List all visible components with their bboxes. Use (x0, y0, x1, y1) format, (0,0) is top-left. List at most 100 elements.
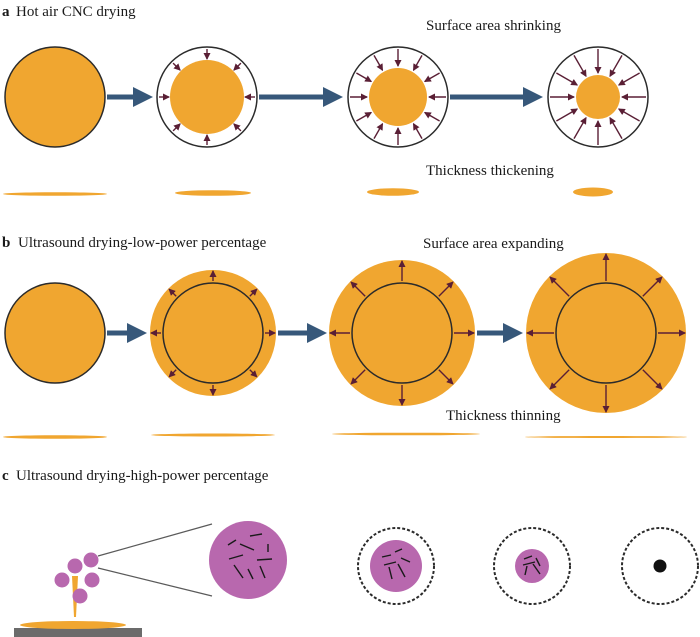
panel-b-letter: b (2, 235, 10, 251)
inward-arrow-icon (412, 55, 423, 72)
droplet-zoom (209, 521, 287, 599)
outward-arrow-icon (168, 369, 177, 378)
outward-arrow-icon (249, 288, 258, 297)
panel-a-stage-3 (347, 46, 449, 148)
inward-arrow-icon (556, 72, 579, 86)
panel-b-stage-2 (150, 270, 276, 396)
shrinking-droplet (370, 540, 422, 592)
panel-a-shrunk-film (170, 60, 244, 134)
panel-b-film-profile (3, 435, 107, 439)
panel-a-film-profile (3, 192, 107, 196)
initial-droplet-outline (621, 527, 699, 605)
inward-arrow-icon (609, 116, 623, 139)
panel-b-original-outline (351, 282, 453, 384)
inward-arrow-icon (617, 108, 640, 122)
panel-b-wet-film (4, 282, 106, 384)
droplet (72, 588, 88, 604)
panel-b-film-profile (151, 433, 275, 437)
outward-arrow-icon (438, 281, 454, 297)
nanocrystals (522, 555, 541, 576)
droplet (67, 558, 83, 574)
nanocrystals (381, 548, 411, 580)
inward-arrow-icon (356, 111, 373, 122)
inward-arrow-icon (373, 55, 384, 72)
inward-arrow-icon (356, 72, 373, 83)
inward-arrow-icon (373, 122, 384, 139)
panel-a-inward-arrows (350, 49, 446, 145)
inward-arrow-icon (412, 122, 423, 139)
zoom-line (97, 567, 213, 597)
panel-a-film-profile (573, 187, 613, 197)
panel-a-inward-arrows (550, 49, 646, 145)
droplet-drying-stage-1 (357, 527, 435, 605)
inward-arrow-icon (609, 55, 623, 78)
outward-arrow-icon (438, 369, 454, 385)
droplet (83, 552, 99, 568)
droplet-drying-stage-2 (493, 527, 571, 605)
substrate (14, 628, 142, 637)
panel-c-letter: c (2, 468, 9, 484)
panel-a-letter: a (2, 4, 10, 20)
panel-a-original-outline (156, 46, 258, 148)
outward-arrow-icon (549, 369, 570, 390)
inward-arrow-icon (573, 116, 587, 139)
panel-b-film-profile (525, 436, 687, 438)
panel-b-title: Ultrasound drying-low-power percentage (18, 235, 267, 251)
outward-arrow-icon (168, 288, 177, 297)
droplet-drying-stage-3 (621, 527, 699, 605)
panel-b-outward-arrows (150, 270, 276, 396)
initial-droplet-outline (493, 527, 571, 605)
droplet-magnified (209, 521, 287, 599)
panel-b-original-outline (555, 282, 657, 384)
panel-c: c Ultrasound drying-high-power percentag… (2, 468, 699, 637)
outward-arrow-icon (350, 369, 366, 385)
inward-arrow-icon (233, 62, 242, 71)
panel-a-original-outline (347, 46, 449, 148)
panel-a-title: Hot air CNC drying (16, 4, 136, 20)
outward-arrow-icon (642, 369, 663, 390)
panel-a: a Hot air CNC drying Surface area shrink… (2, 4, 649, 197)
panel-a-inward-arrows (159, 49, 255, 145)
inward-arrow-icon (172, 123, 181, 132)
panel-a-shrunk-film (576, 75, 620, 119)
panel-a-stage-4 (547, 46, 649, 148)
outward-arrow-icon (549, 276, 570, 297)
panel-a-stage-2 (156, 46, 258, 148)
inward-arrow-icon (423, 111, 440, 122)
ultrasonic-atomizer (14, 523, 213, 637)
panel-c-title: Ultrasound drying-high-power percentage (16, 468, 269, 484)
inward-arrow-icon (423, 72, 440, 83)
panel-a-annotation-thickness: Thickness thickening (426, 163, 554, 179)
outward-arrow-icon (249, 369, 258, 378)
panel-a-film-profile (367, 188, 419, 196)
panel-b-outward-arrows (329, 260, 475, 406)
inward-arrow-icon (172, 62, 181, 71)
inward-arrow-icon (573, 55, 587, 78)
panel-b-stage-3 (329, 260, 475, 406)
outward-arrow-icon (350, 281, 366, 297)
panel-a-wet-film (4, 46, 106, 148)
panel-b-annotation-area: Surface area expanding (423, 236, 564, 252)
droplet (54, 572, 70, 588)
outward-arrow-icon (642, 276, 663, 297)
zoom-line (97, 523, 213, 557)
inward-arrow-icon (617, 72, 640, 86)
panel-b-film-profile (332, 432, 480, 436)
dried-particle (653, 559, 667, 573)
panel-b-original-outline (162, 282, 264, 384)
inward-arrow-icon (233, 123, 242, 132)
inward-arrow-icon (556, 108, 579, 122)
panel-a-annotation-area: Surface area shrinking (426, 18, 561, 34)
panel-b-outward-arrows (526, 253, 686, 413)
panel-c-film (20, 621, 126, 629)
panel-a-shrunk-film (369, 68, 427, 126)
nanocrystals (227, 533, 273, 580)
droplet (84, 572, 100, 588)
shrinking-droplet (515, 549, 549, 583)
panel-b: b Ultrasound drying-low-power percentage… (2, 235, 687, 439)
panel-b-stage-4 (526, 253, 686, 413)
panel-a-original-outline (547, 46, 649, 148)
panel-b-annotation-thickness: Thickness thinning (446, 408, 561, 424)
initial-droplet-outline (357, 527, 435, 605)
